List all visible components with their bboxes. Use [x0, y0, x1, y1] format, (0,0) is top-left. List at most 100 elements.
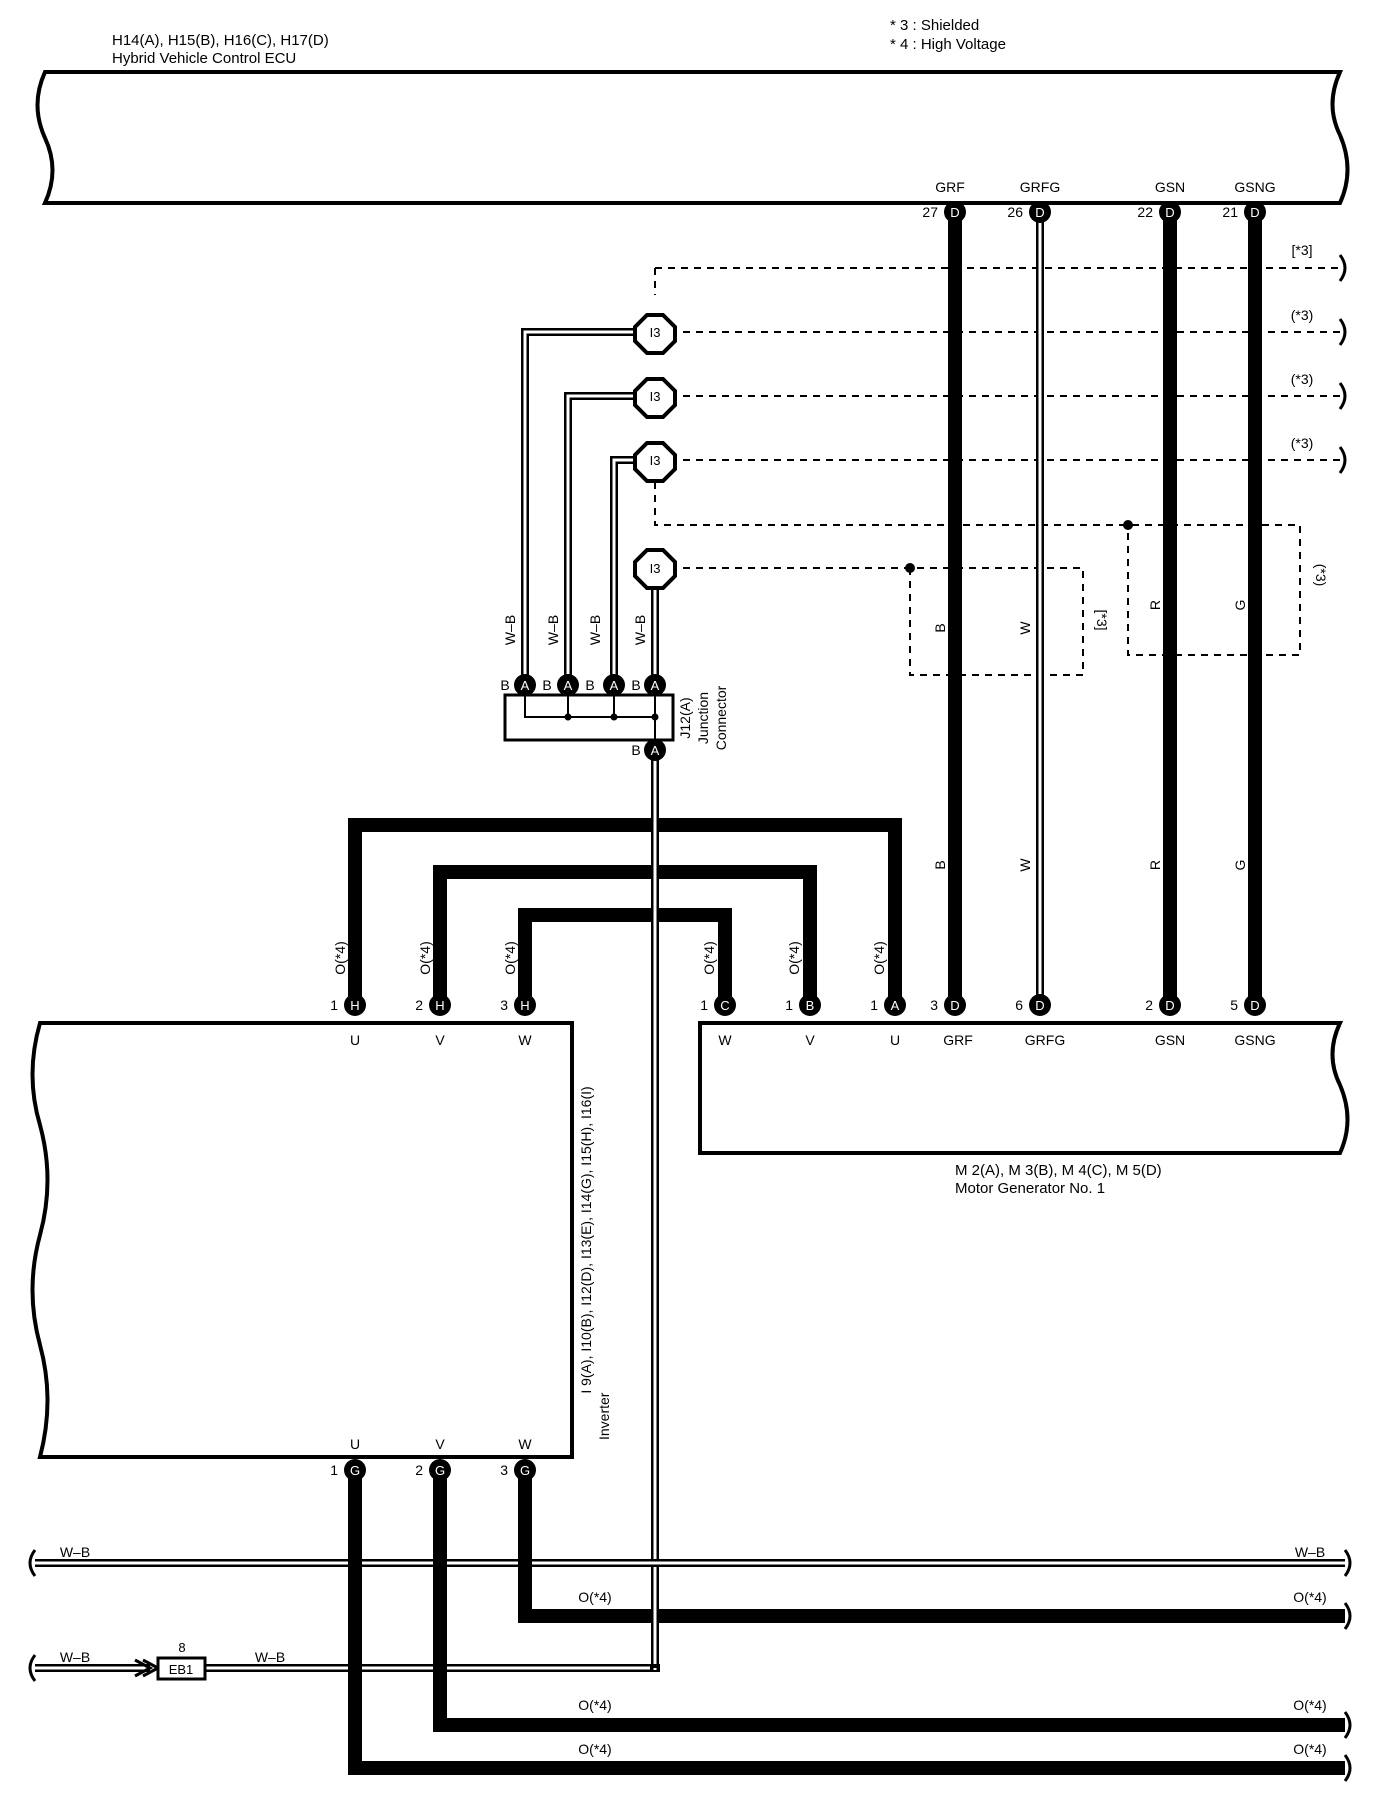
wire-color-r-upper: R	[1147, 600, 1163, 610]
wire-color-o4-inv-u: O(*4)	[332, 941, 348, 974]
junction-title-2: Junction	[695, 692, 711, 744]
svg-text:D: D	[1165, 205, 1174, 220]
svg-text:2: 2	[1145, 997, 1153, 1013]
note-shielded: * 3 : Shielded	[890, 17, 979, 34]
ecu-pin-name-gsn: GSN	[1155, 179, 1185, 195]
junction-dot-1	[564, 713, 572, 721]
motor-pin-gsng: D5	[1230, 994, 1266, 1016]
inverter-top-name-u: U	[350, 1032, 360, 1048]
inverter-top-name-v: V	[435, 1032, 445, 1048]
junction-title-3: Connector	[713, 685, 729, 750]
wire-color-o4-u-right: O(*4)	[1293, 1741, 1326, 1757]
wire-color-wb-eb1-right: W–B	[255, 1649, 285, 1665]
wire-color-g-upper: G	[1232, 600, 1248, 611]
junction-pin-b-1: B	[500, 677, 509, 693]
junction-pin-b-4: B	[631, 677, 640, 693]
svg-text:H: H	[435, 998, 444, 1013]
svg-text:3: 3	[930, 997, 938, 1013]
junction-pin-2: A	[557, 674, 579, 696]
ecu-title: Hybrid Vehicle Control ECU	[112, 50, 296, 67]
svg-text:6: 6	[1015, 997, 1023, 1013]
junction-pin-1: A	[514, 674, 536, 696]
shield-splice-2	[905, 563, 915, 573]
junction-dot-3	[651, 713, 659, 721]
power-arches	[348, 818, 902, 1005]
motor-pin-name-grf: GRF	[943, 1032, 973, 1048]
motor-pin-v: B1	[785, 994, 821, 1016]
inverter-bottom-pin-1: G1	[330, 1459, 366, 1481]
ground-label-2: I3	[650, 389, 661, 404]
wire-color-o4-mg-v: O(*4)	[786, 941, 802, 974]
svg-text:D: D	[1035, 205, 1044, 220]
inverter-bottom-pin-2: G2	[415, 1459, 451, 1481]
wire-color-wb-bus-right: W–B	[1295, 1544, 1325, 1560]
svg-text:B: B	[806, 998, 815, 1013]
junction-pin-b-2: B	[542, 677, 551, 693]
svg-text:A: A	[564, 678, 573, 693]
inverter-top-pin-3: H3	[500, 994, 536, 1016]
svg-text:D: D	[950, 205, 959, 220]
eb1-num: 8	[178, 1640, 185, 1655]
inverter-connector-list: I 9(A), I10(B), I12(D), I13(E), I14(G), …	[578, 1086, 594, 1393]
shield-label-4: (*3)	[1291, 435, 1314, 451]
motor-pin-name-v: V	[805, 1032, 815, 1048]
svg-text:G: G	[435, 1463, 445, 1478]
eb1-box	[156, 1656, 207, 1681]
wire-color-o4-u-left: O(*4)	[578, 1741, 611, 1757]
wire-color-o4-v-right: O(*4)	[1293, 1697, 1326, 1713]
bottom-wavy-ends	[28, 1549, 1352, 1782]
motor-title: Motor Generator No. 1	[955, 1180, 1105, 1197]
shield-label-2: (*3)	[1291, 307, 1314, 323]
ground-point-marks	[633, 313, 677, 590]
svg-text:A: A	[651, 743, 660, 758]
junction-pin-3: A	[603, 674, 625, 696]
note-high-voltage: * 4 : High Voltage	[890, 36, 1006, 53]
eb1-label: EB1	[169, 1662, 194, 1677]
wavy-ends	[1338, 254, 1347, 474]
wire-color-o4-w-left: O(*4)	[578, 1589, 611, 1605]
pin-markers: D 27 D 26 D 22 D 21 A A A A A H1 H2 H3 G…	[330, 201, 1266, 1481]
wire-color-g-lower: G	[1232, 860, 1248, 871]
ecu-connector-list: H14(A), H15(B), H16(C), H17(D)	[112, 32, 329, 49]
inverter-title: Inverter	[596, 1392, 612, 1440]
motor-pin-name-u: U	[890, 1032, 900, 1048]
motor-generator-box	[698, 1021, 1350, 1155]
inverter-bottom-name-w: W	[518, 1436, 532, 1452]
wire-color-wb-1: W–B	[502, 615, 518, 645]
svg-text:1: 1	[330, 997, 338, 1013]
wire-color-w-lower: W	[1017, 858, 1033, 872]
svg-text:3: 3	[500, 1462, 508, 1478]
svg-text:H: H	[350, 998, 359, 1013]
wire-color-wb-3: W–B	[587, 615, 603, 645]
svg-text:5: 5	[1230, 997, 1238, 1013]
ecu-pin-name-gsng: GSNG	[1234, 179, 1275, 195]
wire-color-r-lower: R	[1147, 860, 1163, 870]
shield-label-5: (*3)	[1313, 564, 1329, 587]
wire-color-wb-eb1-left: W–B	[60, 1649, 90, 1665]
ground-label-4: I3	[650, 561, 661, 576]
junction-title-1: J12(A)	[677, 697, 693, 738]
shield-lines	[654, 267, 1340, 676]
junction-dot-2	[610, 713, 618, 721]
svg-text:3: 3	[500, 997, 508, 1013]
inverter-top-pin-1: H1	[330, 994, 366, 1016]
ground-label-1: I3	[650, 325, 661, 340]
ecu-pin-name-grfg: GRFG	[1020, 179, 1060, 195]
shield-label-3: (*3)	[1291, 371, 1314, 387]
svg-text:1: 1	[785, 997, 793, 1013]
wire-color-w-upper: W	[1017, 621, 1033, 635]
svg-text:26: 26	[1007, 204, 1023, 220]
motor-pin-grf: D3	[930, 994, 966, 1016]
wire-color-o4-mg-u: O(*4)	[871, 941, 887, 974]
inverter-bottom-pin-3: G3	[500, 1459, 536, 1481]
svg-text:1: 1	[870, 997, 878, 1013]
ecu-pin-26: D 26	[1007, 201, 1051, 223]
svg-text:2: 2	[415, 1462, 423, 1478]
ecu-box	[35, 70, 1350, 205]
inverter-output-wires	[348, 1470, 1345, 1775]
motor-pin-name-w: W	[718, 1032, 732, 1048]
motor-pin-grfg: D6	[1015, 994, 1051, 1016]
wire-color-b-lower: B	[932, 860, 948, 869]
wire-color-o4-w-right: O(*4)	[1293, 1589, 1326, 1605]
